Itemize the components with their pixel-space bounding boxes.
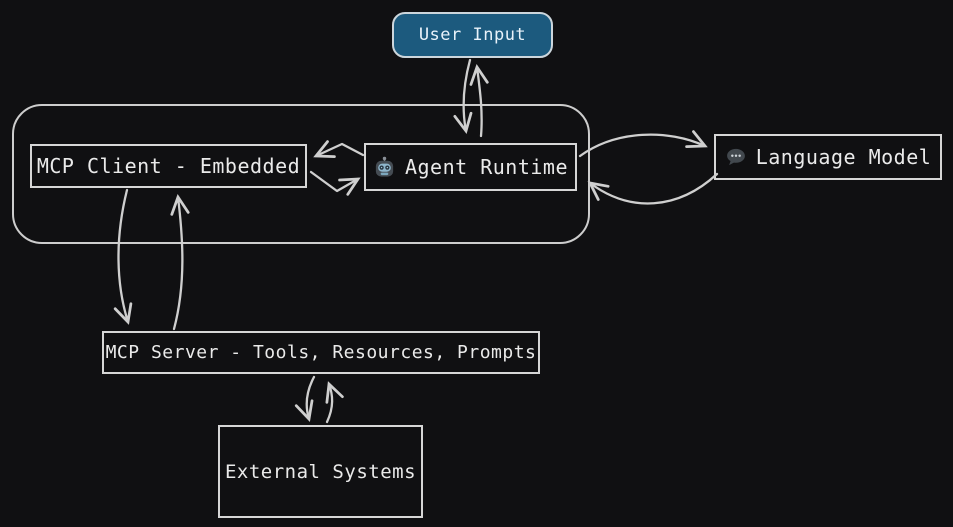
node-mcp-client: MCP Client - Embedded (30, 144, 307, 188)
node-agent-runtime: Agent Runtime (364, 143, 577, 191)
edge-language-model-to-agent-runtime (587, 172, 719, 205)
agent-runtime-label: Agent Runtime (404, 155, 569, 179)
edge-mcp-server-to-external-systems (294, 375, 316, 422)
robot-icon (373, 156, 396, 179)
edge-agent-runtime-to-language-model (578, 130, 708, 158)
user-input-label: User Input (418, 25, 527, 45)
mcp-server-label: MCP Server - Tools, Resources, Prompts (105, 342, 537, 363)
node-user-input: User Input (392, 12, 553, 58)
node-mcp-server: MCP Server - Tools, Resources, Prompts (102, 331, 540, 374)
mcp-client-label: MCP Client - Embedded (36, 154, 301, 178)
node-language-model: Language Model (714, 134, 942, 180)
external-systems-label: External Systems (224, 460, 417, 483)
edge-external-systems-to-mcp-server (325, 381, 344, 424)
node-external-systems: External Systems (218, 425, 423, 518)
language-model-label: Language Model (755, 145, 932, 169)
speech-balloon-icon (725, 146, 747, 168)
